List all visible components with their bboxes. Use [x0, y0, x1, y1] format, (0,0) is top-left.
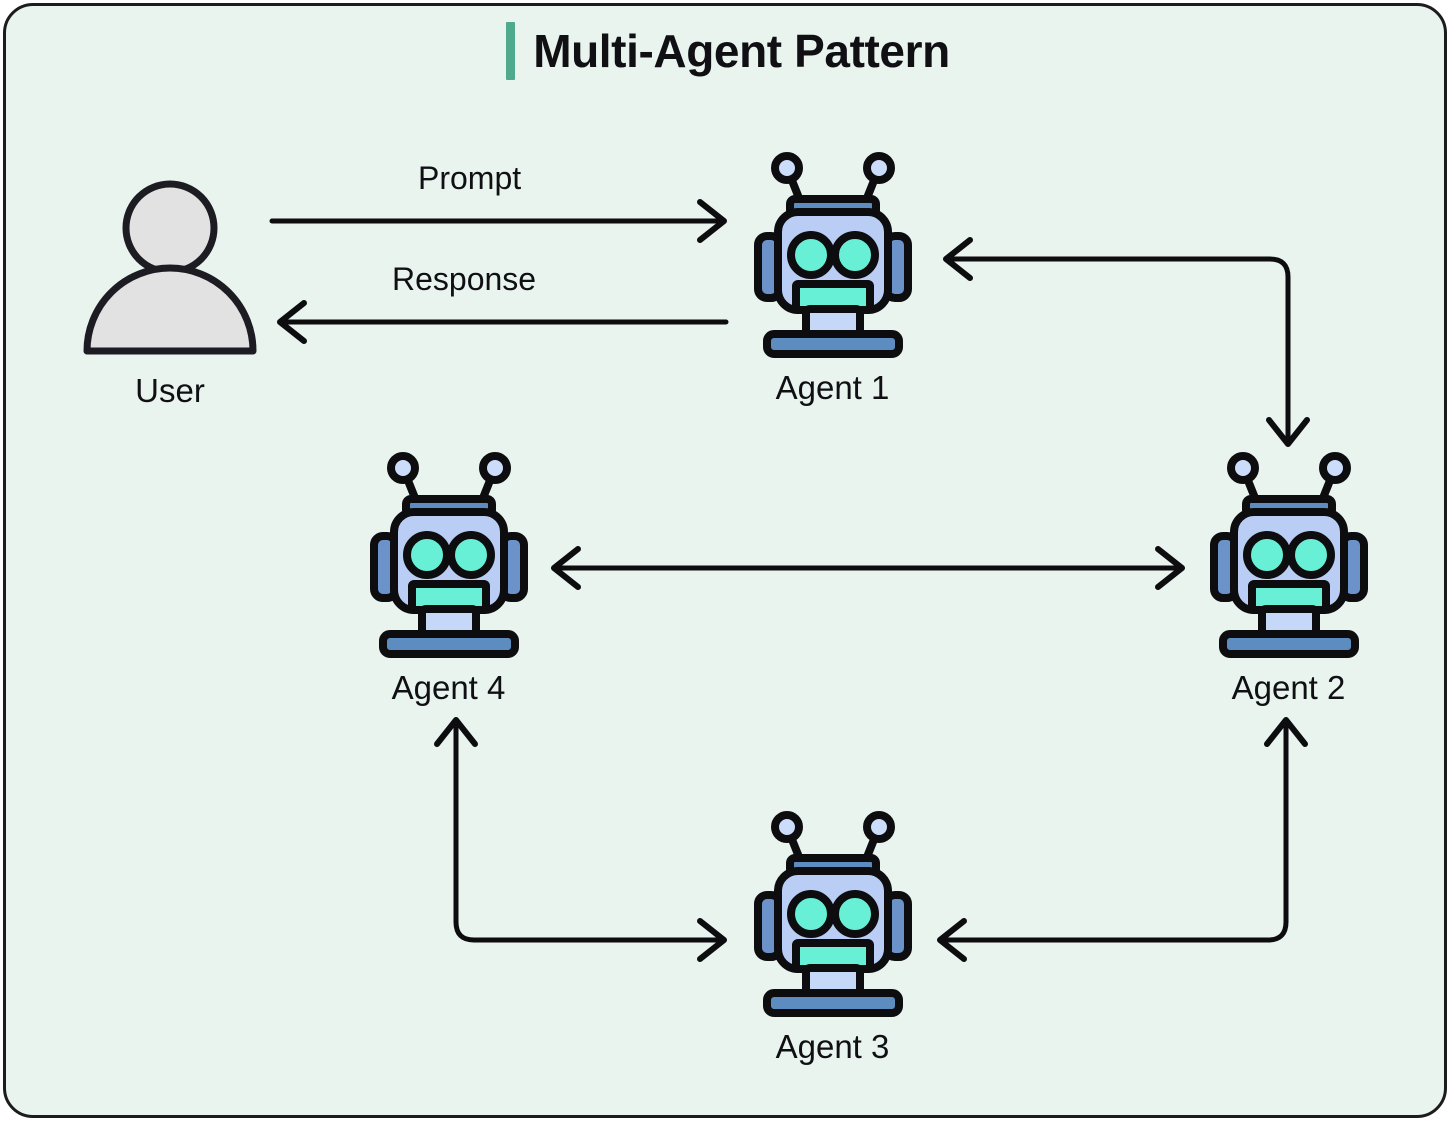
page-title: Multi-Agent Pattern: [0, 22, 1456, 80]
title-text: Multi-Agent Pattern: [533, 25, 950, 77]
user-icon: [83, 180, 257, 355]
node-label-agent4: Agent 4: [391, 669, 506, 706]
node-user[interactable]: User: [70, 176, 270, 410]
node-label-agent2: Agent 2: [1231, 669, 1346, 706]
robot-icon: [369, 452, 528, 658]
robot-icon: [753, 152, 912, 358]
edge-label-response: Response: [392, 261, 537, 297]
node-label-user: User: [135, 372, 205, 409]
node-agent1[interactable]: Agent 1: [735, 148, 930, 407]
node-agent3[interactable]: Agent 3: [735, 807, 930, 1066]
node-agent4[interactable]: Agent 4: [351, 448, 546, 707]
node-label-agent1: Agent 1: [775, 369, 890, 406]
robot-icon: [1209, 452, 1368, 658]
robot-icon: [753, 811, 912, 1017]
title-accent-bar: [506, 22, 516, 80]
node-label-agent3: Agent 3: [775, 1028, 890, 1065]
edge-label-prompt: Prompt: [418, 160, 522, 196]
node-agent2[interactable]: Agent 2: [1191, 448, 1386, 707]
